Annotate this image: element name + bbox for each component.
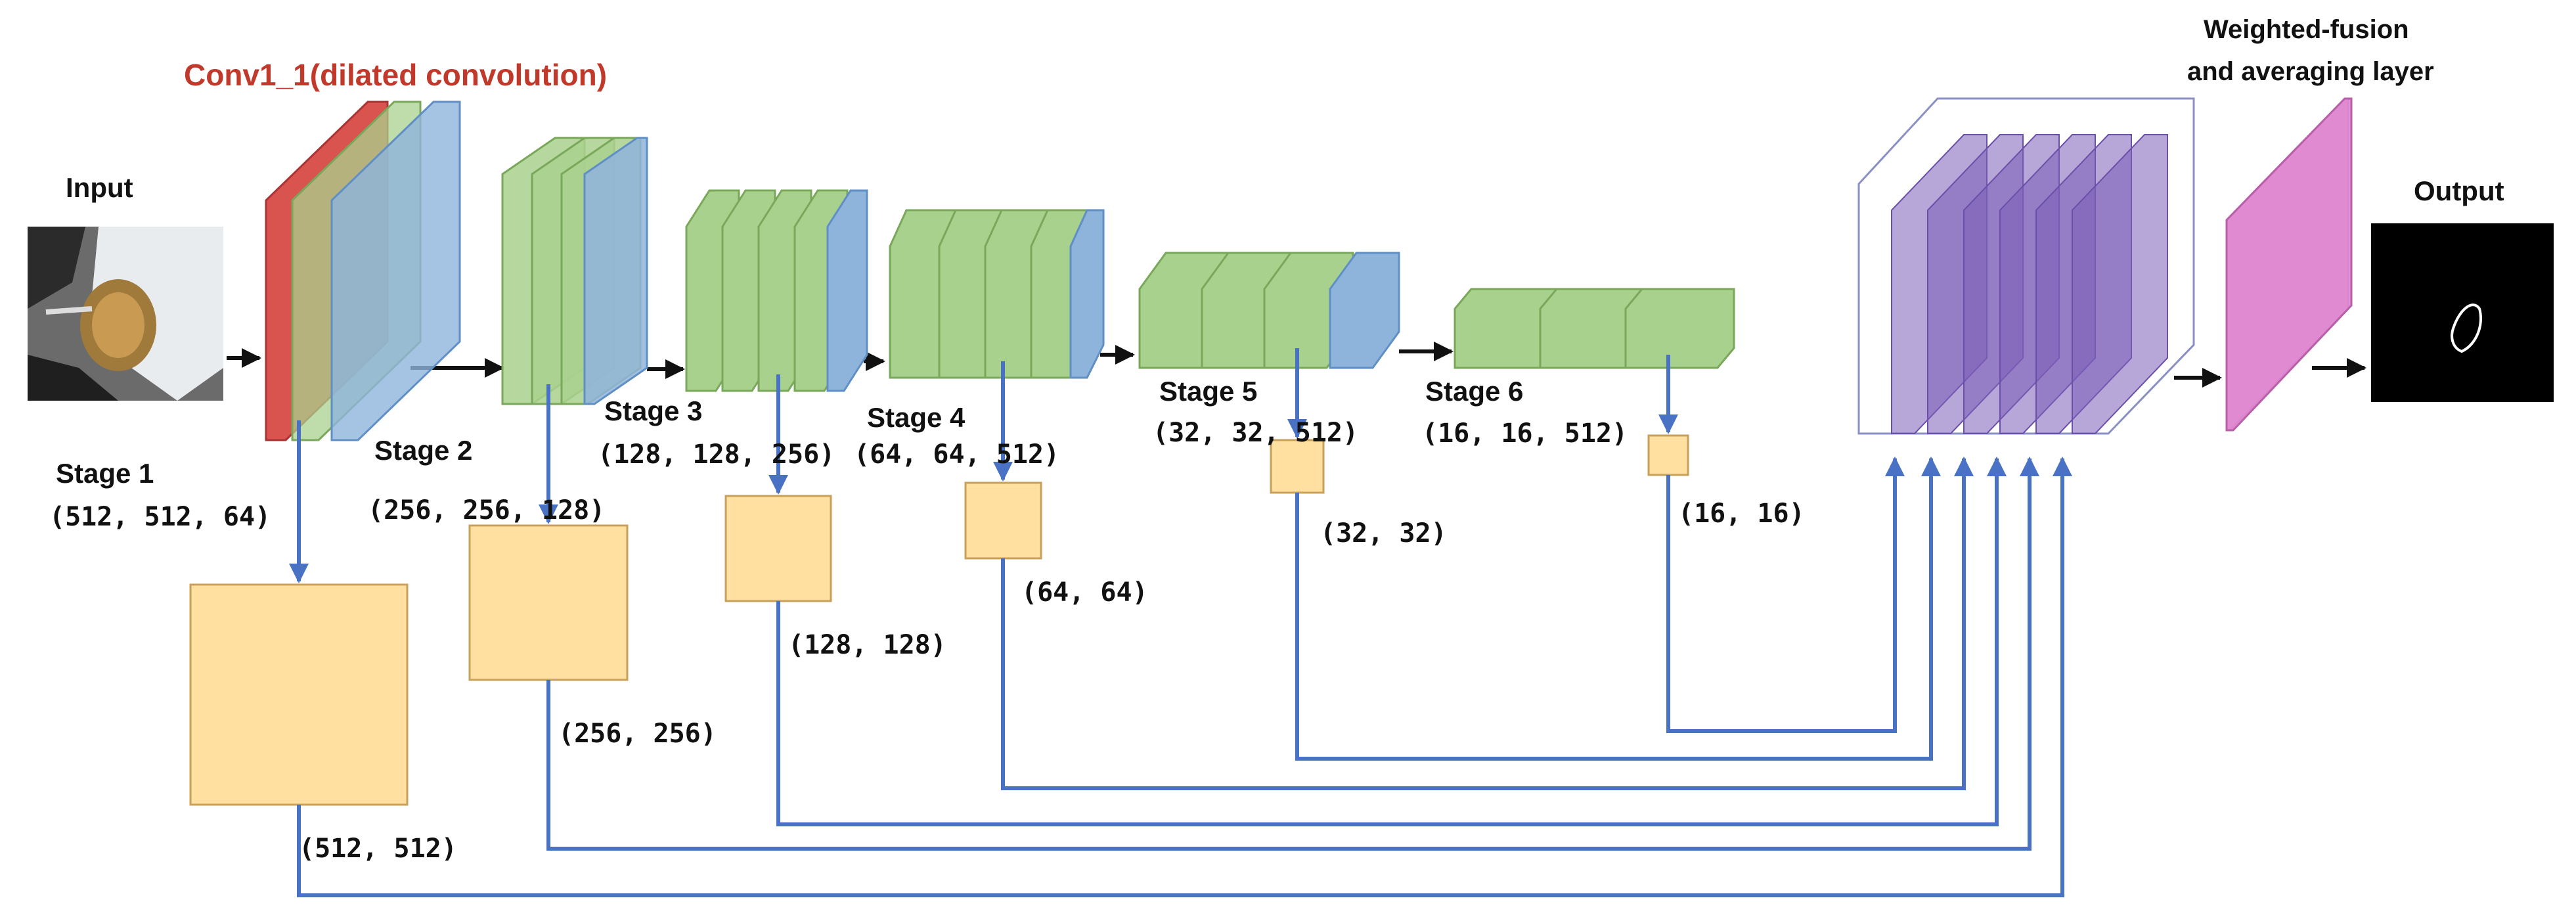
stage-4-dims: (64, 64, 512) [854, 439, 1059, 470]
map-5-dims: (32, 32) [1320, 518, 1447, 548]
stage-3-layers [685, 189, 868, 392]
map-4-dims: (64, 64) [1021, 577, 1148, 608]
stage-6-dims: (16, 16, 512) [1422, 418, 1628, 449]
output-label: Output [2414, 175, 2504, 206]
stage-5-label: Stage 5 [1159, 376, 1257, 407]
conv-title: Conv1_1(dilated convolution) [184, 58, 607, 92]
fusion-title-line1: Weighted-fusion [2204, 15, 2409, 44]
stage-6-label: Stage 6 [1425, 376, 1523, 407]
map-2-dims: (256, 256) [558, 719, 717, 749]
stage-2-label: Stage 2 [374, 435, 472, 466]
side-output-map-2 [468, 524, 629, 681]
side-output-map-3 [724, 495, 832, 602]
fusion-title-line2: and averaging layer [2187, 57, 2434, 86]
output-image [2371, 223, 2554, 402]
stage-1-dims: (512, 512, 64) [49, 502, 271, 532]
stage-4-label: Stage 4 [867, 402, 966, 433]
fusion-stack [1857, 97, 2195, 435]
stage-1-label: Stage 1 [56, 458, 154, 489]
input-label: Input [66, 172, 133, 203]
stage-2-dims: (256, 256, 128) [368, 495, 605, 526]
side-output-map-5 [1270, 439, 1325, 494]
stage-3-label: Stage 3 [604, 395, 702, 426]
stage-5-layers [1138, 252, 1400, 369]
stage-2-layers [501, 137, 648, 405]
fusion-routing-lines [297, 457, 2072, 897]
side-output-map-1 [189, 583, 409, 806]
stage-3-dims: (128, 128, 256) [598, 439, 835, 470]
stage-5-dims: (32, 32, 512) [1153, 418, 1358, 448]
map-6-dims: (16, 16) [1678, 499, 1805, 529]
stage-1-layers [265, 101, 461, 441]
stage-1-blue-layer [330, 101, 461, 441]
side-output-map-4 [964, 481, 1042, 560]
map-1-dims: (512, 512) [299, 834, 457, 864]
side-output-down-arrows [289, 348, 1678, 583]
input-image [28, 227, 223, 401]
stage-6-layers [1454, 288, 1735, 369]
stage-4-layers [889, 209, 1105, 379]
side-output-map-6 [1647, 434, 1689, 476]
map-3-dims: (128, 128) [788, 630, 946, 660]
